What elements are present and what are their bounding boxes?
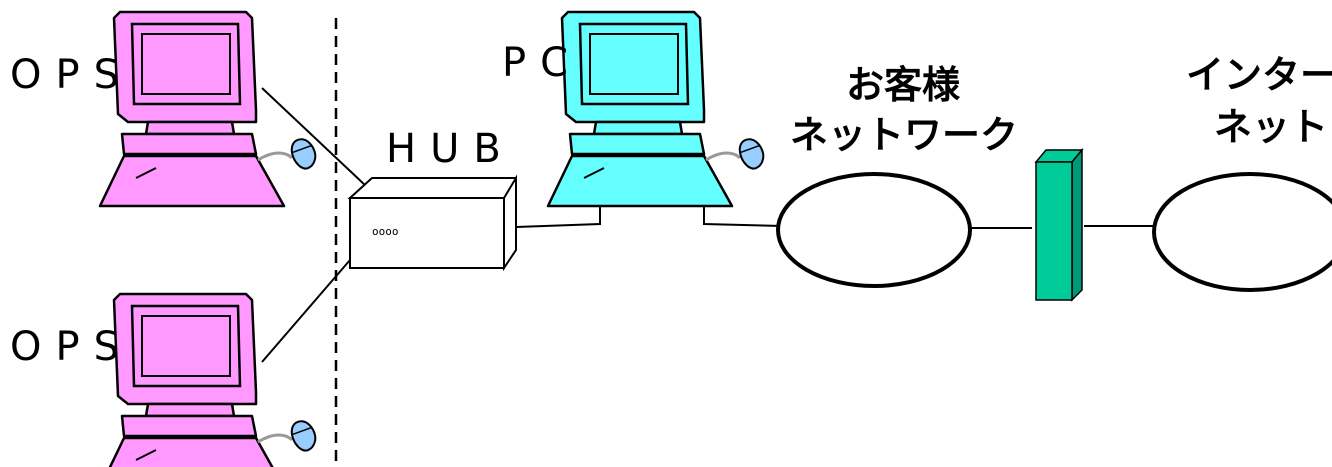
- pc-label: PC: [502, 40, 582, 86]
- hub-label: HUB: [386, 126, 515, 172]
- customer-network-label-line2: ネットワーク: [790, 113, 1018, 157]
- link-ops-top-hub: [261, 87, 367, 187]
- mouse-icon: [287, 134, 321, 173]
- mouse-icon: [287, 416, 321, 455]
- hub-ports-label: oooo: [372, 225, 399, 238]
- firewall-icon: [1034, 147, 1084, 302]
- desktop-computer-icon: [98, 292, 294, 467]
- network-hub-icon: [347, 174, 517, 272]
- internet-label-line2: ネット: [1214, 105, 1328, 149]
- ops-computer-top: [98, 10, 321, 208]
- internet-label-line1: インター: [1186, 53, 1332, 97]
- customer-network-ellipse: [776, 172, 972, 288]
- ops-label-bottom: OPS: [10, 324, 133, 370]
- customer-network-label-line1: お客様: [846, 63, 961, 107]
- ops-computer-bottom: [98, 292, 321, 467]
- internet-ellipse: [1152, 172, 1332, 292]
- mouse-icon: [735, 134, 769, 173]
- ops-label-top: OPS: [10, 52, 133, 98]
- desktop-computer-icon: [98, 10, 294, 208]
- firewall-device: [1034, 147, 1084, 302]
- link-ops-bottom-hub: [261, 259, 351, 363]
- hub-device: oooo: [347, 174, 517, 272]
